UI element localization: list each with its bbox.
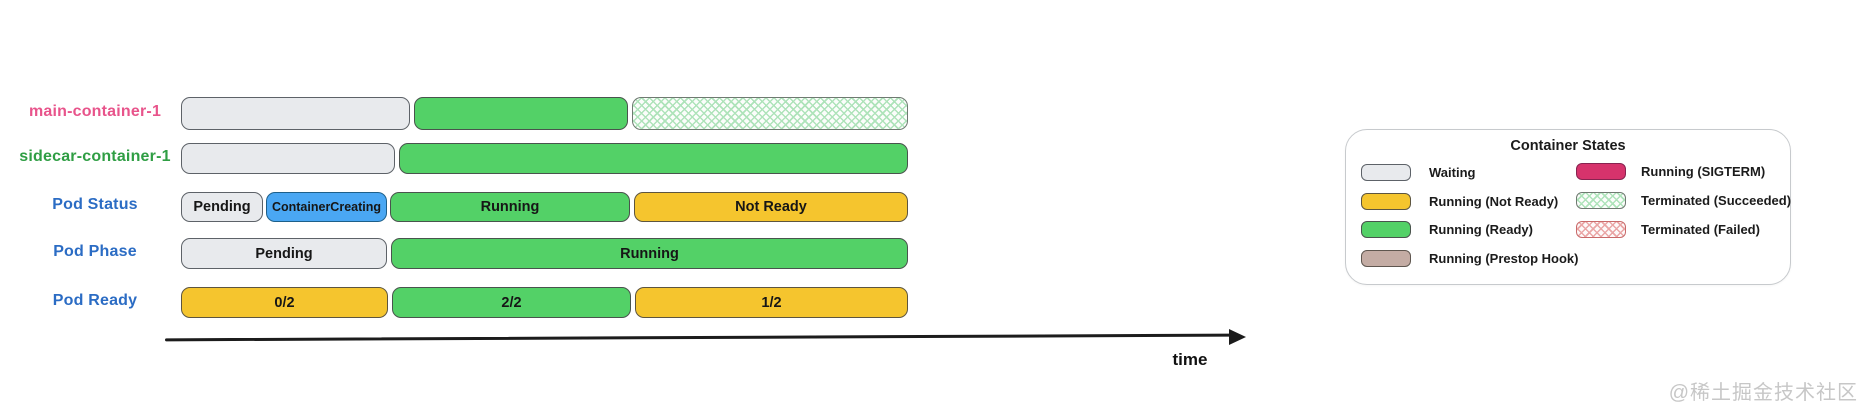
pod-status-segment-text: Pending [193,199,251,215]
pod-phase-segment-text: Pending [255,245,313,262]
pod-ready-segment-text: 1/2 [761,294,782,311]
legend-label-prestop: Running (Prestop Hook) [1429,251,1579,266]
pod-phase-segment-ready: Running [391,238,908,269]
main-container-1-segment-ready [414,97,628,130]
legend-label-waiting: Waiting [1429,165,1476,180]
sidecar-container-1-segment-ready [399,143,908,174]
pod-phase-segment-text: Running [620,245,679,262]
pod-phase-label: Pod Phase [53,242,137,260]
pod-ready-segment-text: 2/2 [501,294,522,311]
time-axis-arrowhead [1229,329,1246,345]
legend-label-failed: Terminated (Failed) [1641,222,1760,237]
pod-status-segment-text: Not Ready [735,199,807,215]
legend-swatch-sigterm [1576,163,1626,180]
sidecar-container-1-segment-waiting [181,143,395,174]
pod-status-segment-not_ready: Not Ready [634,192,908,222]
pod-status-segment-text: ContainerCreating [271,200,382,214]
pod-ready-segment-not_ready: 1/2 [635,287,908,318]
legend-swatch-failed [1576,221,1626,238]
legend-swatch-not_ready [1361,193,1411,210]
pod-phase-segment-waiting: Pending [181,238,387,269]
legend-label-not_ready: Running (Not Ready) [1429,194,1559,209]
pod-ready-segment-text: 0/2 [274,294,295,311]
pod-status-segment-creating: ContainerCreating [266,192,387,222]
legend-title: Container States [1510,138,1626,154]
legend-label-ready: Running (Ready) [1429,222,1533,237]
legend-swatch-waiting [1361,164,1411,181]
pod-ready-label: Pod Ready [52,291,138,309]
time-axis-label: time [1172,350,1208,369]
pod-status-label: Pod Status [52,196,138,213]
pod-status-segment-waiting: Pending [181,192,263,222]
legend-swatch-ready [1361,221,1411,238]
pod-ready-segment-ready: 2/2 [392,287,631,318]
legend-label-succeeded: Terminated (Succeeded) [1641,193,1792,208]
legend-label-sigterm: Running (SIGTERM) [1641,164,1766,179]
sidecar-container-1-label: sidecar-container-1 [19,147,171,165]
watermark: @稀土掘金技术社区 [1668,382,1858,404]
main-container-1-segment-succeeded [632,97,908,130]
legend-swatch-prestop [1361,250,1411,267]
pod-ready-segment-not_ready: 0/2 [181,287,388,318]
pod-status-segment-text: Running [480,199,540,215]
time-axis-line [164,333,1233,341]
legend-swatch-succeeded [1576,192,1626,209]
pod-status-segment-ready: Running [390,192,630,222]
main-container-1-label: main-container-1 [28,102,162,120]
main-container-1-segment-waiting [181,97,410,130]
